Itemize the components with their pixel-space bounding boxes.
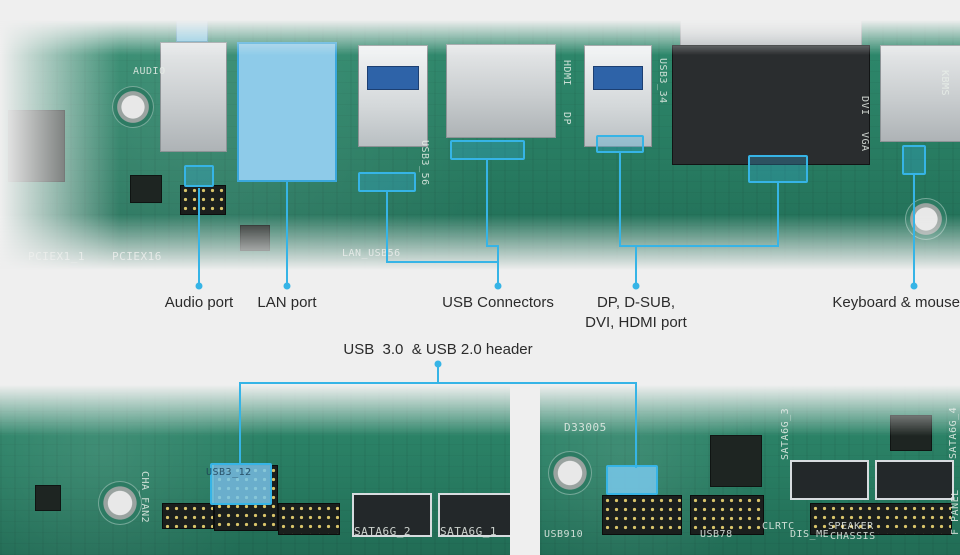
regulator xyxy=(890,415,932,451)
vga-dvi-connector xyxy=(672,45,870,165)
motherboard-usb-header-photo-left: USB3_12 CHA_FAN2 SATA6G_2 SATA6G_1 xyxy=(0,385,510,555)
smd-chip xyxy=(35,485,61,511)
silk-hdmi: HDMI xyxy=(561,60,572,87)
display-ports-label-line2: DVI, HDMI port xyxy=(585,314,687,331)
usb-port-stack-1 xyxy=(358,45,428,147)
lan-port-label: LAN port xyxy=(257,294,317,311)
display-ports-label-line1: DP, D-SUB, xyxy=(596,294,676,311)
usb910-header xyxy=(602,495,682,535)
silk-kbms: KBMS xyxy=(939,70,950,97)
usb3-header-highlight xyxy=(210,463,272,505)
motherboard-usb-header-photo-right: D33005 USB910 USB78 CLRTC DIS_ME SPEAKER… xyxy=(540,385,960,555)
silk-usb3-12: USB3_12 xyxy=(206,467,252,478)
usb-port-stack-2 xyxy=(584,45,652,147)
silk-pciex16: PCIEX16 xyxy=(112,250,162,263)
silk-usb78: USB78 xyxy=(700,529,733,540)
hdmi-dp-port xyxy=(446,44,556,138)
sata-port-1 xyxy=(438,493,510,537)
lan-port-block xyxy=(237,42,337,182)
sata-port-4 xyxy=(790,460,869,500)
silk-sata6g-3: SATA6G_3 xyxy=(780,407,791,460)
silk-clrtc: CLRTC xyxy=(762,521,795,532)
silk-vga: VGA xyxy=(859,132,870,152)
smd-chip xyxy=(130,175,162,203)
silk-speaker: SPEAKER xyxy=(828,521,874,532)
silk-dvi: DVI xyxy=(859,96,870,116)
silk-chassis: CHASSIS xyxy=(830,531,876,542)
silk-lan-usb: LAN_USB56 xyxy=(342,248,401,259)
mounting-hole xyxy=(548,451,592,495)
silk-usb910: USB910 xyxy=(544,529,584,540)
usb-header-label: USB 3.0 & USB 2.0 header xyxy=(343,341,533,358)
sata-port-2 xyxy=(352,493,432,537)
usb2-header-pins xyxy=(278,503,340,535)
audio-header-pins xyxy=(180,185,226,215)
display-highlight-1 xyxy=(596,135,644,153)
silk-cha-fan2: CHA_FAN2 xyxy=(139,471,150,524)
silk-f-panel: F_PANEL xyxy=(950,489,960,535)
audio-jack xyxy=(160,42,227,152)
edge-fade xyxy=(0,20,120,270)
audio-port-label: Audio port xyxy=(164,294,234,311)
front-panel-header xyxy=(810,503,952,535)
silk-sata6g-2: SATA6G_2 xyxy=(354,525,411,538)
silk-usb3-56: USB3_56 xyxy=(419,140,430,186)
keyboard-mouse-label: Keyboard & mouse xyxy=(832,294,960,311)
ps2-port xyxy=(880,45,960,142)
sata-port-3 xyxy=(875,460,954,500)
silk-sata6g-4: SATA6G_4 xyxy=(948,406,959,459)
usb-highlight-2 xyxy=(450,140,525,160)
mounting-hole xyxy=(905,198,947,240)
usb78-header xyxy=(690,495,764,535)
mounting-hole xyxy=(98,481,142,525)
silk-pciex1: PCIEX1_1 xyxy=(28,250,85,263)
display-highlight-2 xyxy=(748,155,808,183)
usb-highlight-1 xyxy=(358,172,416,192)
silk-dp: DP xyxy=(561,112,572,126)
fan-header xyxy=(162,503,214,529)
silk-dis-me: DIS_ME xyxy=(790,529,830,540)
motherboard-rear-io-photo: AUDIO PCIEX1_1 PCIEX16 LAN_USB56 USB3_56… xyxy=(0,20,960,270)
silk-usb3-34: USB3_34 xyxy=(657,58,668,104)
smd-chip xyxy=(240,225,270,251)
audio-highlight xyxy=(184,165,214,187)
kbms-highlight xyxy=(902,145,926,175)
bios-chip xyxy=(710,435,762,487)
silk-sata6g-1: SATA6G_1 xyxy=(440,525,497,538)
usb910-header-highlight xyxy=(606,465,658,495)
silk-audio: AUDIO xyxy=(133,66,166,77)
audio-jack-mic xyxy=(176,20,208,42)
silk-d33005: D33005 xyxy=(564,421,607,434)
usb-connectors-label: USB Connectors xyxy=(442,294,554,311)
